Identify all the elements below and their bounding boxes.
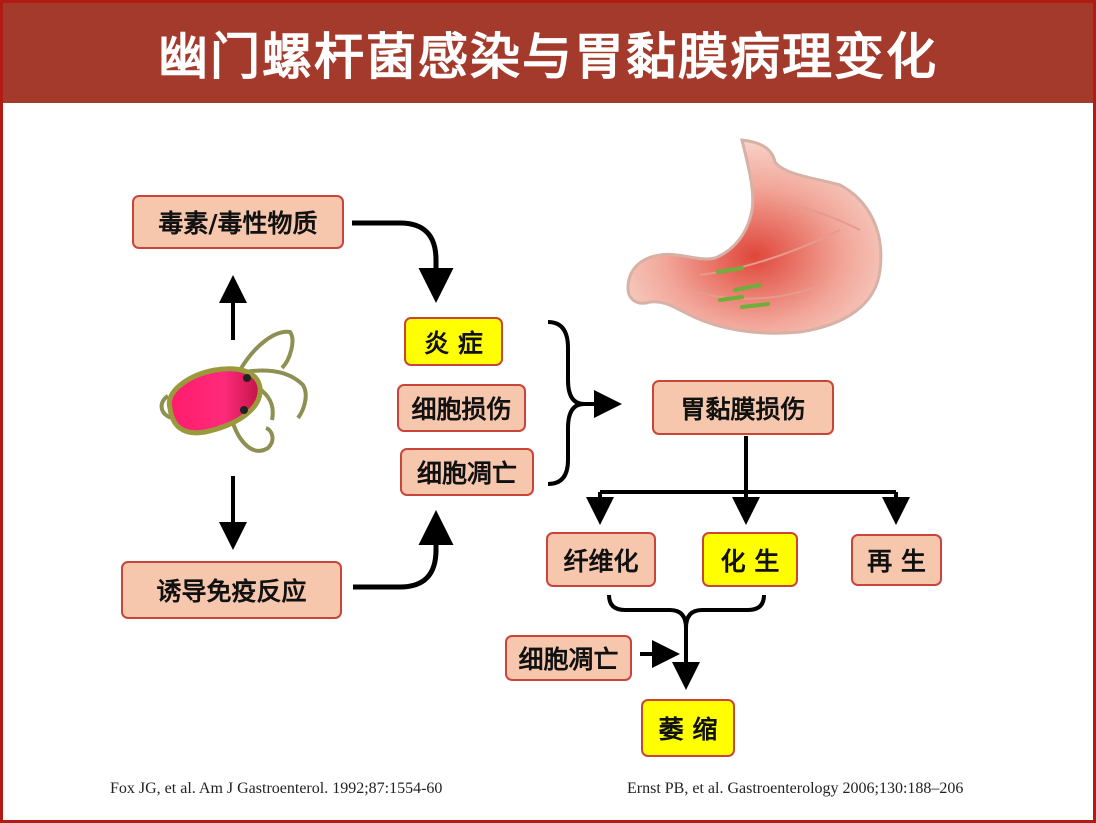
citation-left: Fox JG, et al. Am J Gastroenterol. 1992;… [110,780,443,797]
arrow-immune-to-apoptosis [353,510,454,590]
box-regeneration: 再 生 [851,534,942,586]
citation-right: Ernst PB, et al. Gastroenterology 2006;1… [627,780,964,797]
box-inflammation: 炎 症 [404,317,503,366]
arrow-toxins-to-inflammation [352,220,454,303]
box-fibrosis: 纤维化 [546,532,656,587]
brace-right [547,320,585,486]
slide-title: 幽门螺杆菌感染与胃黏膜病理变化 [3,3,1093,103]
box-cell-damage: 细胞损伤 [397,384,526,432]
box-immune-response: 诱导免疫反应 [121,561,342,619]
box-atrophy: 萎 缩 [641,699,735,757]
box-metaplasia: 化 生 [702,532,798,587]
stomach-icon [626,138,883,335]
box-apoptosis-2: 细胞凋亡 [505,635,632,681]
h-pylori-bacterium-icon [159,329,308,453]
box-apoptosis: 细胞凋亡 [400,448,534,496]
box-toxins: 毒素/毒性物质 [132,195,344,249]
box-mucosal-damage: 胃黏膜损伤 [652,380,834,435]
brace-bottom [607,594,766,629]
